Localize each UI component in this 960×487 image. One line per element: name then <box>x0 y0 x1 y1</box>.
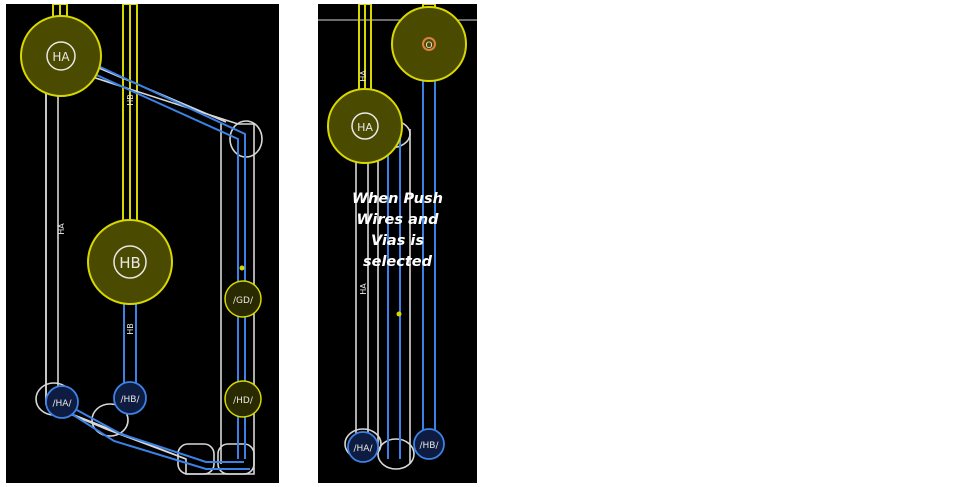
label-net-hb-lower: HB <box>126 323 135 335</box>
push-wires-caption: When Push Wires and Vias is selected <box>352 191 443 270</box>
via-pad-ha-right <box>327 88 403 164</box>
via-pad-hb-mid <box>87 219 173 305</box>
label-net-ha-vertical: HA <box>57 223 66 235</box>
blue-trace-upper <box>60 58 239 459</box>
via-pad-hb-bottom <box>113 381 147 415</box>
label-via-o: O <box>425 41 432 51</box>
via-pad-ha-bottom-right <box>347 431 379 463</box>
via-pad-hd <box>224 380 262 418</box>
label-via-ha-bottom: /HA/ <box>53 399 73 409</box>
blue-traces <box>50 51 250 470</box>
white-outlines-right <box>344 119 415 470</box>
label-net-ha-upper: HA <box>359 70 368 82</box>
yellow-vias <box>20 15 262 418</box>
label-net-hb-upper: HB <box>126 94 135 106</box>
via-pad-hb-bottom-right <box>413 428 445 460</box>
via-pad-o <box>391 6 467 82</box>
pcb-view-right: HA O HA HA /HA/ /HB/ When Push Wires and… <box>318 4 477 483</box>
label-via-ha-bottom-right: /HA/ <box>354 444 374 454</box>
via-pad-ha-bottom <box>45 385 79 419</box>
via-dot-small <box>239 265 245 271</box>
label-via-ha-right: HA <box>357 121 373 134</box>
label-via-hd: /HD/ <box>233 396 254 406</box>
pcb-view-left: HA HB /GD/ /HD/ /HA/ /HB/ HA HB HB <box>6 4 279 483</box>
blue-trace-bottom <box>50 395 244 463</box>
label-net-ha-lower: HA <box>359 283 368 295</box>
via-pad-gd <box>224 280 262 318</box>
label-mid-via: HB <box>119 254 141 272</box>
blue-vias <box>45 381 147 419</box>
label-top-via: HA <box>52 50 70 64</box>
pcb-canvas-right: HA O HA HA /HA/ /HB/ <box>318 4 477 470</box>
label-via-gd: /GD/ <box>233 296 254 306</box>
via-pad-ha-top <box>20 15 102 97</box>
label-via-hb-bottom-right: /HB/ <box>419 441 439 451</box>
label-via-hb-bottom: /HB/ <box>120 395 140 405</box>
pcb-canvas-left: HA HB /GD/ /HD/ /HA/ /HB/ HA HB HB <box>20 4 263 475</box>
